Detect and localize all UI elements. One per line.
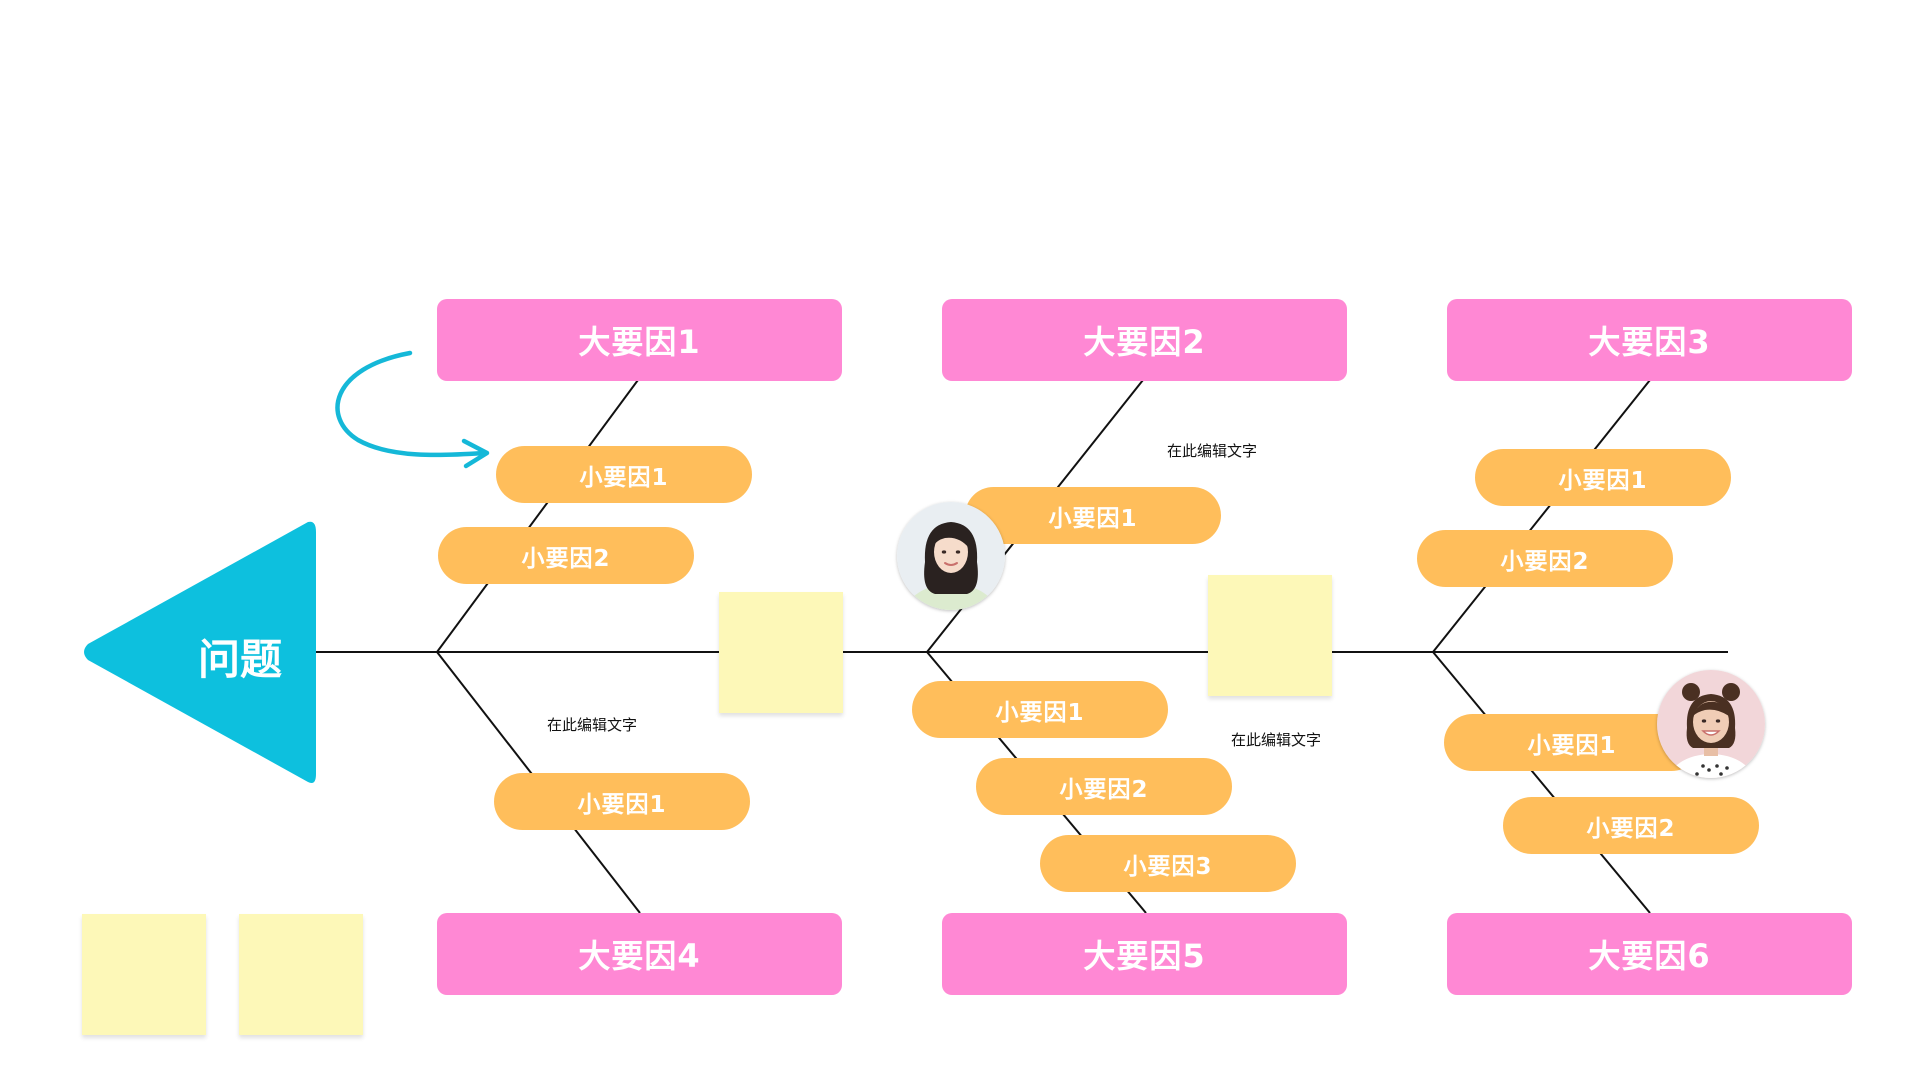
- sticky-note[interactable]: [239, 914, 363, 1035]
- bone-1: [436, 379, 639, 653]
- small-cause-5-3[interactable]: 小要因3: [1040, 835, 1296, 892]
- small-cause-4-1[interactable]: 小要因1: [494, 773, 750, 830]
- avatar-girl-icon: [1657, 670, 1765, 778]
- avatar[interactable]: [1657, 670, 1765, 778]
- arrow-head: [461, 438, 490, 469]
- big-cause-3[interactable]: 大要因3: [1447, 299, 1852, 381]
- problem-label[interactable]: 问题: [197, 634, 282, 684]
- curved-arrow-icon: [335, 350, 486, 458]
- small-cause-5-2[interactable]: 小要因2: [976, 758, 1232, 815]
- big-cause-5[interactable]: 大要因5: [942, 913, 1347, 995]
- small-cause-3-2[interactable]: 小要因2: [1417, 530, 1673, 587]
- small-cause-6-2[interactable]: 小要因2: [1503, 797, 1759, 854]
- bone-3: [1432, 379, 1651, 653]
- avatar[interactable]: [897, 502, 1005, 610]
- small-cause-5-1[interactable]: 小要因1: [912, 681, 1168, 738]
- bone-6: [1432, 651, 1651, 914]
- text-note[interactable]: 在此编辑文字: [1167, 442, 1258, 460]
- small-cause-1-2[interactable]: 小要因2: [438, 527, 694, 584]
- text-note[interactable]: 在此编辑文字: [1231, 731, 1322, 749]
- big-cause-1[interactable]: 大要因1: [437, 299, 842, 381]
- sticky-note[interactable]: [82, 914, 206, 1035]
- sticky-note[interactable]: [1208, 575, 1332, 696]
- problem-head-shape[interactable]: [84, 521, 316, 783]
- small-cause-3-1[interactable]: 小要因1: [1475, 449, 1731, 506]
- small-cause-1-1[interactable]: 小要因1: [496, 446, 752, 503]
- big-cause-6[interactable]: 大要因6: [1447, 913, 1852, 995]
- avatar-woman-icon: [897, 502, 1005, 610]
- big-cause-2[interactable]: 大要因2: [942, 299, 1347, 381]
- big-cause-4[interactable]: 大要因4: [437, 913, 842, 995]
- sticky-note[interactable]: [719, 592, 843, 713]
- text-note[interactable]: 在此编辑文字: [547, 716, 638, 734]
- small-cause-2-1[interactable]: 小要因1: [965, 487, 1221, 544]
